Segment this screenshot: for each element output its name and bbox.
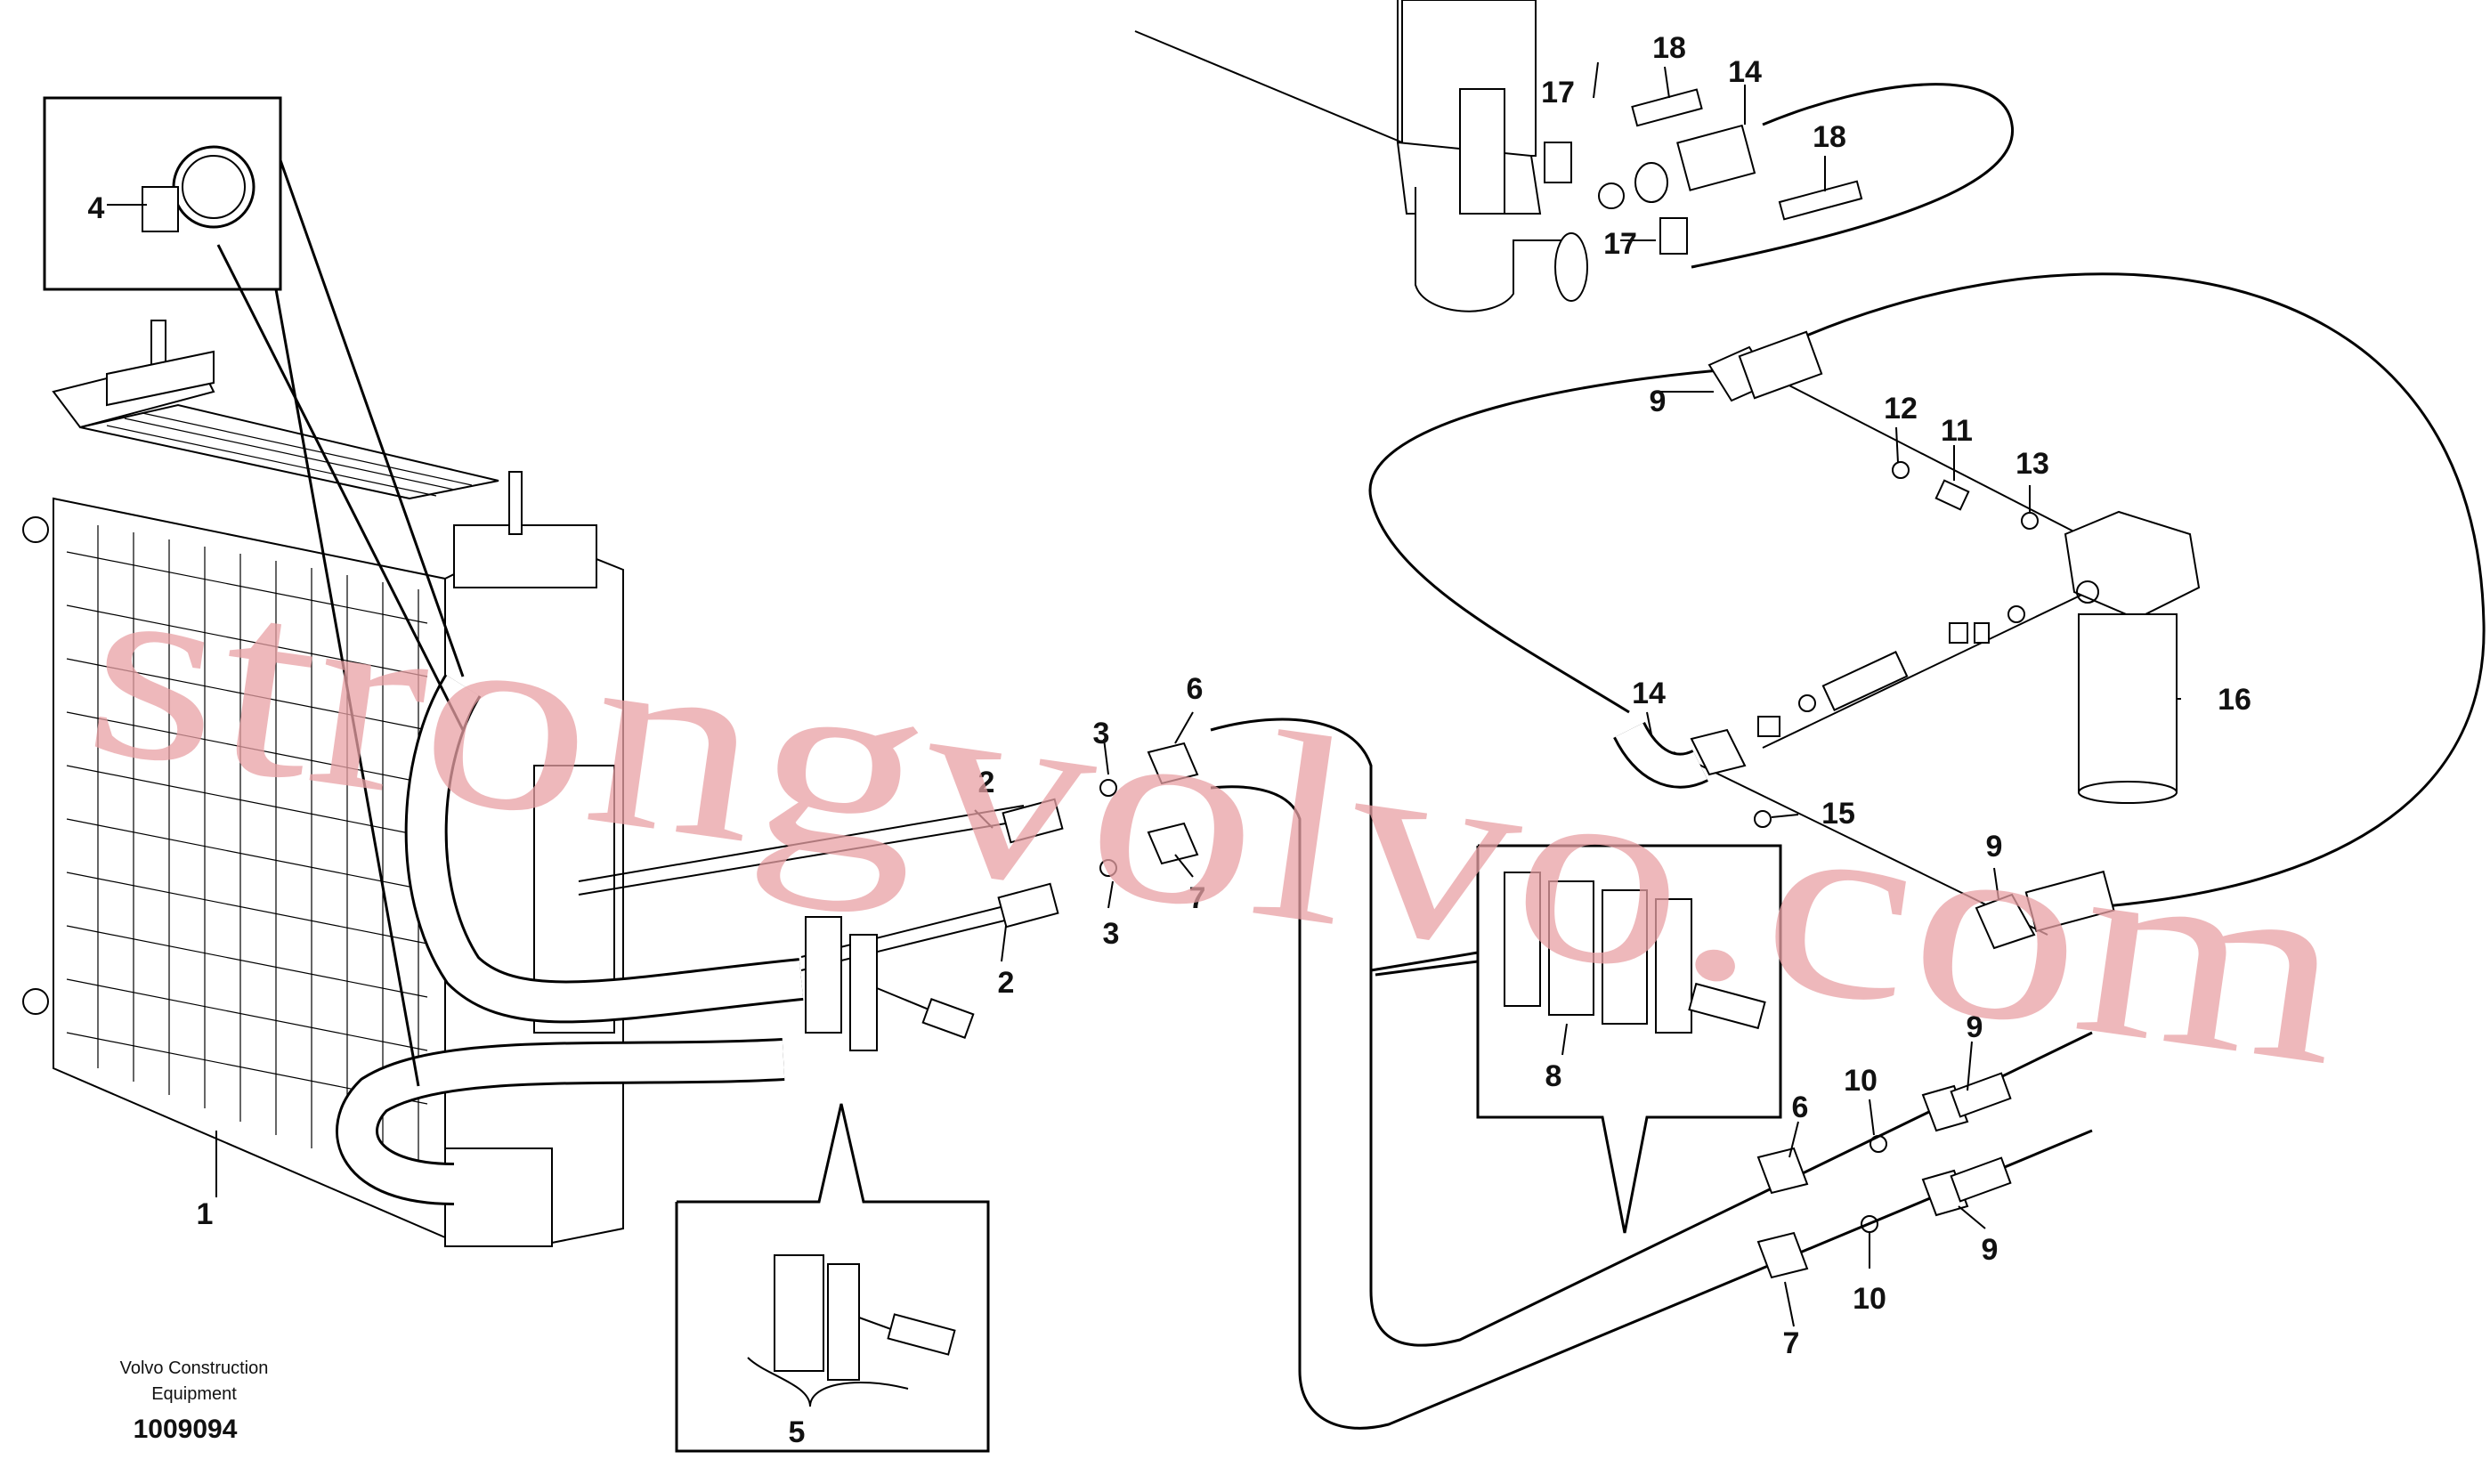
callout-11: 11 <box>1941 414 1973 448</box>
callout-9-top: 9 <box>1650 385 1667 418</box>
callout-3-upper: 3 <box>1093 717 1110 750</box>
callout-1: 1 <box>197 1197 214 1231</box>
cooler-hoses <box>336 674 804 1205</box>
filter-assembly <box>1613 330 2201 1279</box>
callout-10-lower: 10 <box>1853 1282 1886 1316</box>
callout-18-upper: 18 <box>1652 31 1686 65</box>
hose-clamp-inset <box>43 96 465 1087</box>
company-line-1: Volvo Construction <box>120 1358 269 1378</box>
callout-13: 13 <box>2016 447 2049 481</box>
clamp-block-inset-8 <box>1370 844 1782 1234</box>
callout-9-lower-b: 9 <box>1982 1233 1999 1267</box>
callout-6-lower: 6 <box>1792 1091 1809 1124</box>
callout-4: 4 <box>88 191 105 225</box>
callout-17-upper: 17 <box>1541 76 1575 109</box>
hydraulic-lines <box>578 83 2486 1430</box>
callout-labels: 1 2 2 3 3 4 5 6 6 7 7 8 9 9 9 9 10 10 11… <box>88 31 2251 1449</box>
callout-9-lower-a: 9 <box>1967 1010 1983 1044</box>
tank-connection <box>1134 0 1863 312</box>
callout-5: 5 <box>789 1415 806 1449</box>
callout-9-middle: 9 <box>1986 830 2003 864</box>
callout-12: 12 <box>1884 392 1918 426</box>
callout-18-lower: 18 <box>1813 120 1846 154</box>
drawing-footer: Volvo Construction Equipment 1009094 <box>120 1358 269 1444</box>
callout-14-top: 14 <box>1728 55 1762 89</box>
leader-lines <box>107 61 2181 1327</box>
callout-14-filter: 14 <box>1632 677 1666 710</box>
callout-15: 15 <box>1821 797 1855 831</box>
callout-16: 16 <box>2218 683 2251 717</box>
drawing-number: 1009094 <box>134 1415 238 1444</box>
callout-17-lower: 17 <box>1603 227 1637 261</box>
callout-3-lower: 3 <box>1103 917 1120 951</box>
callout-7-lower: 7 <box>1783 1326 1800 1360</box>
callout-2-lower: 2 <box>998 966 1015 1000</box>
callout-6-upper: 6 <box>1187 672 1204 706</box>
callout-10-upper: 10 <box>1844 1064 1878 1098</box>
callout-8: 8 <box>1545 1059 1562 1093</box>
company-line-2: Equipment <box>151 1384 237 1404</box>
clamp-block-inset-5 <box>675 1103 990 1453</box>
callout-2-upper: 2 <box>978 766 995 799</box>
callout-7-upper: 7 <box>1189 881 1206 915</box>
